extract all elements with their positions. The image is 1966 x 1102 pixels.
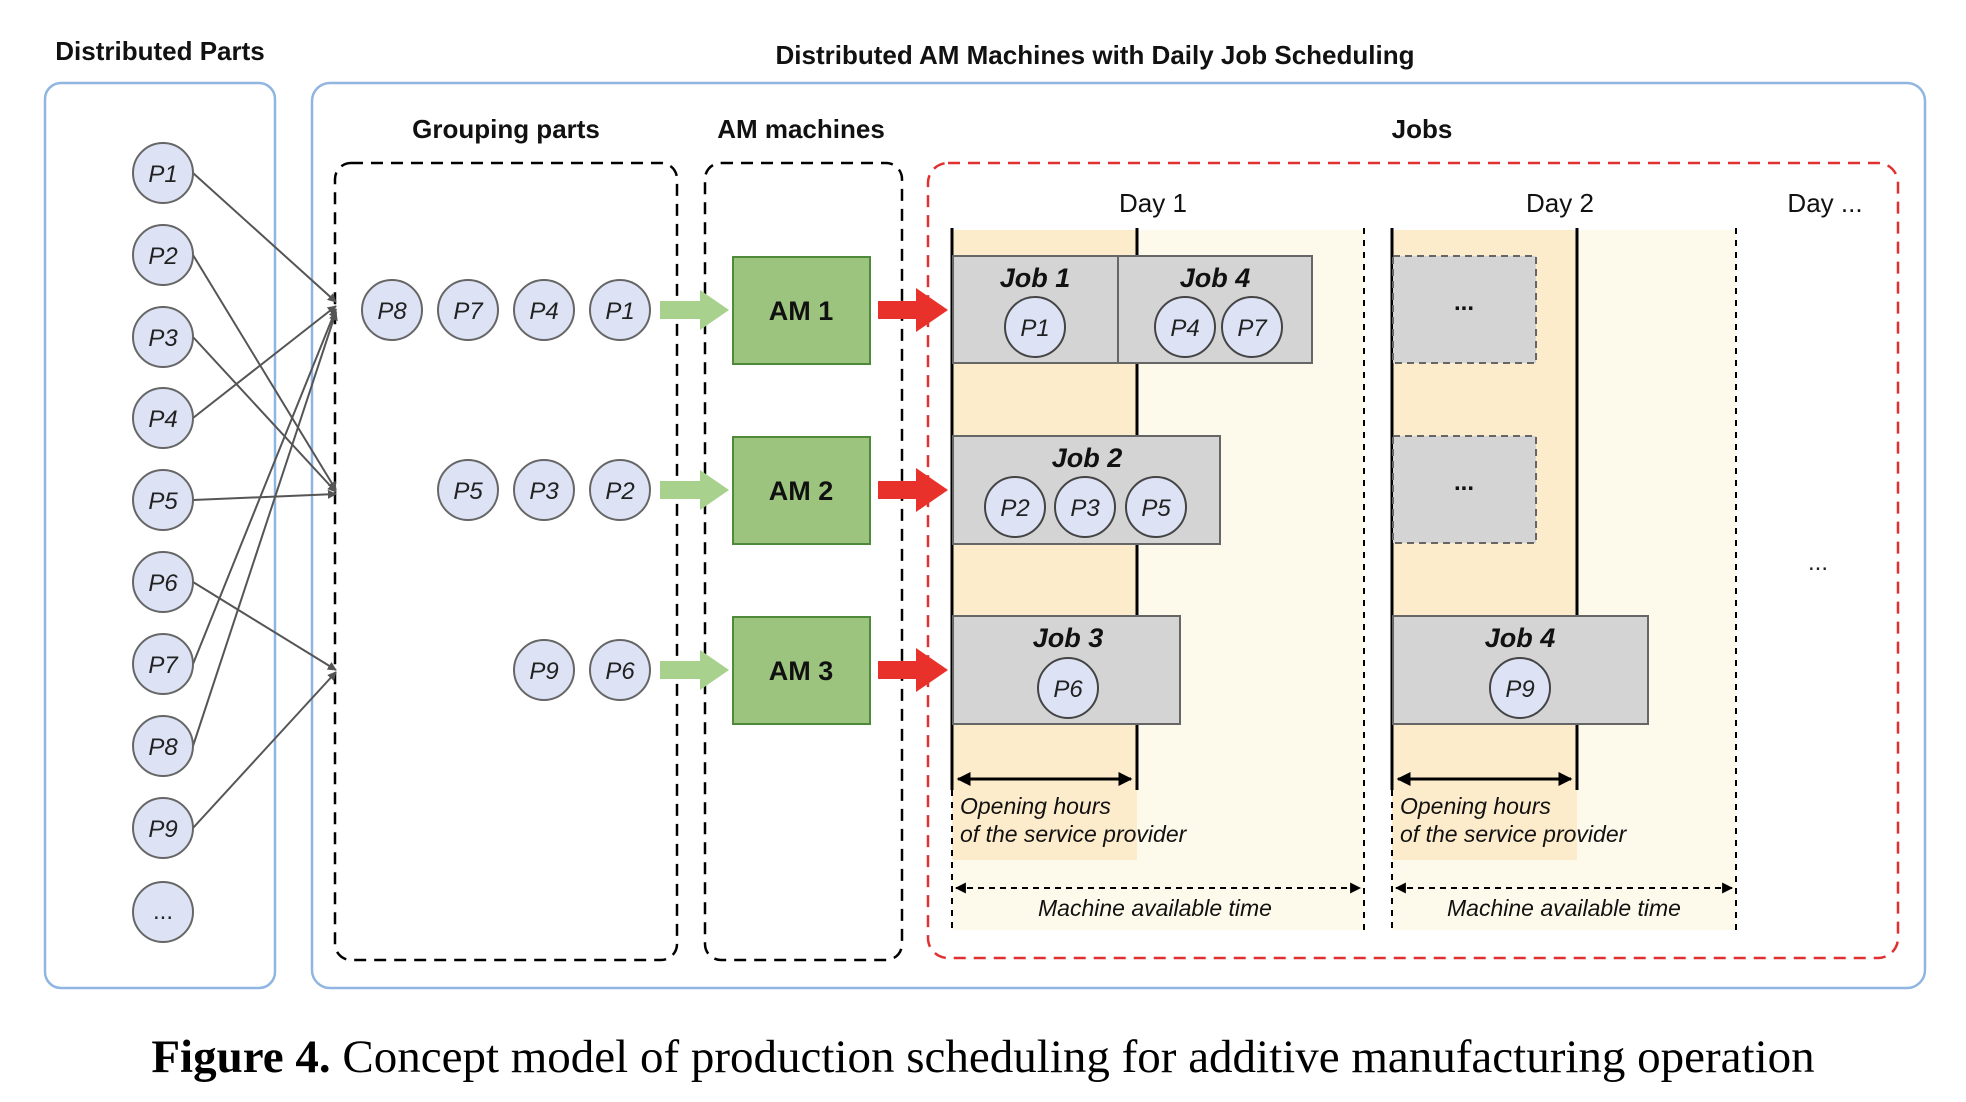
day2-label: Day 2 [1526, 188, 1594, 218]
caption-label: Figure 4. [151, 1031, 330, 1083]
jobs-box [926, 161, 1900, 960]
part-node: ... [132, 881, 194, 943]
group-2: P5 P3 P2 [437, 459, 651, 521]
job-title: Job 2 [1052, 443, 1123, 473]
part-label: P1 [1020, 315, 1049, 342]
part-label: P7 [1237, 315, 1268, 342]
job-1: Job 1 P1 [952, 255, 1119, 364]
svg-text:P3: P3 [148, 325, 178, 352]
part-label: P7 [453, 298, 484, 325]
day-more-label: Day ... [1787, 188, 1862, 218]
job-2: Job 2 P2 P3 P5 [952, 435, 1221, 545]
group-1: P8 P7 P4 P1 [361, 279, 651, 341]
red-arrow [878, 288, 948, 332]
distributed-am-title: Distributed AM Machines with Daily Job S… [776, 40, 1415, 70]
grouping-parts-title: Grouping parts [412, 114, 600, 144]
part-label: P5 [1141, 495, 1171, 522]
svg-text:P4: P4 [148, 406, 177, 433]
machine-am1: AM 1 [732, 256, 871, 365]
machine-label: AM 1 [769, 296, 834, 326]
part-label: P6 [1053, 676, 1083, 703]
day2-placeholder-am1: ... [1392, 255, 1537, 364]
day2-placeholder-am2: ... [1392, 435, 1537, 544]
part-label: P2 [1000, 495, 1029, 522]
job-4-day1: Job 4 P4 P7 [1117, 255, 1313, 364]
part-label: P6 [605, 658, 635, 685]
part-label: P3 [529, 478, 559, 505]
red-arrow [878, 648, 948, 692]
group-3: P9 P6 [513, 639, 651, 701]
svg-text:P7: P7 [148, 652, 179, 679]
red-arrow [878, 468, 948, 512]
part-node: P6 [132, 551, 194, 613]
svg-text:P6: P6 [148, 570, 178, 597]
day1-opening-label-1: Opening hours [960, 793, 1111, 819]
job-title: Job 4 [1485, 623, 1556, 653]
svg-text:P8: P8 [148, 734, 178, 761]
part-label: P3 [1070, 495, 1100, 522]
job-4-day2: Job 4 P9 [1392, 615, 1649, 725]
distributed-parts-title: Distributed Parts [55, 36, 265, 66]
ellipsis-label: ... [1454, 289, 1474, 316]
svg-text:P2: P2 [148, 243, 177, 270]
day2-opening-label-1: Opening hours [1400, 793, 1551, 819]
ellipsis-label: ... [1454, 469, 1474, 496]
machines-box [703, 161, 904, 962]
more-days-ellipsis: ... [1808, 549, 1828, 576]
part-node: P1 [132, 142, 194, 204]
machine-am2: AM 2 [732, 436, 871, 545]
part-list: P1 P2 P3 P4 P5 P6 P7 P8 P9 ... [132, 142, 194, 943]
machine-label: AM 3 [769, 656, 834, 686]
svg-text:P9: P9 [148, 816, 177, 843]
parts-panel [43, 81, 277, 990]
part-label: P1 [605, 298, 634, 325]
part-label: P2 [605, 478, 634, 505]
part-node: P9 [132, 797, 194, 859]
job-title: Job 4 [1180, 263, 1251, 293]
part-label: P4 [529, 298, 558, 325]
svg-text:P1: P1 [148, 161, 177, 188]
part-node: P5 [132, 469, 194, 531]
part-node: P4 [132, 387, 194, 449]
part-node: P7 [132, 633, 194, 695]
part-label: P4 [1170, 315, 1199, 342]
svg-text:...: ... [153, 898, 173, 925]
part-label: P8 [377, 298, 407, 325]
part-connections [192, 172, 338, 829]
day1-label: Day 1 [1119, 188, 1187, 218]
day1-available-label: Machine available time [1038, 895, 1272, 921]
job-3: Job 3 P6 [952, 615, 1181, 725]
green-arrows [660, 290, 729, 690]
part-node: P3 [132, 306, 194, 368]
red-arrows [878, 288, 948, 692]
green-arrow [660, 650, 729, 690]
green-arrow [660, 470, 729, 510]
part-label: P9 [1505, 676, 1534, 703]
day2-opening-label-2: of the service provider [1400, 821, 1628, 847]
caption-text: Concept model of production scheduling f… [331, 1031, 1815, 1083]
part-node: P2 [132, 224, 194, 286]
machine-label: AM 2 [769, 476, 834, 506]
part-label: P9 [529, 658, 558, 685]
job-title: Job 1 [1000, 263, 1071, 293]
day2-available-label: Machine available time [1447, 895, 1681, 921]
machine-am3: AM 3 [732, 616, 871, 725]
green-arrow [660, 290, 729, 330]
am-machines-title: AM machines [717, 114, 885, 144]
grouping-box [333, 161, 679, 962]
figure-caption: Figure 4. Concept model of production sc… [151, 1031, 1814, 1083]
svg-text:P5: P5 [148, 488, 178, 515]
am-panel [310, 81, 1927, 990]
jobs-title: Jobs [1392, 114, 1453, 144]
part-node: P8 [132, 715, 194, 777]
day1-opening-label-2: of the service provider [960, 821, 1188, 847]
part-label: P5 [453, 478, 483, 505]
job-title: Job 3 [1033, 623, 1104, 653]
